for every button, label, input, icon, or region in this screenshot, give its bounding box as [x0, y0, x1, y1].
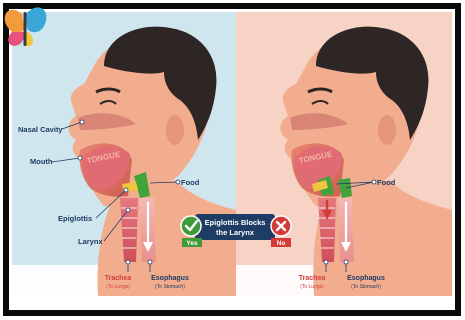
trachea-sub-left: (To Lungs): [106, 284, 130, 290]
esophagus-sub-left: (To Stomach): [155, 284, 185, 290]
yes-label: Yes: [186, 240, 198, 247]
food-label-right: Food: [377, 178, 396, 187]
larynx-label: Larynx: [78, 237, 103, 246]
esophagus-sub-right: (To Stomach): [351, 284, 381, 290]
esophagus-label-left: Esophagus: [151, 275, 189, 282]
banner-line-1: Epiglottis Blocks: [205, 218, 266, 227]
banner-line-2: the Larynx: [216, 228, 255, 237]
epiglottis-label: Epiglottis: [58, 214, 92, 223]
food-label-left: Food: [181, 178, 200, 187]
check-icon: [181, 216, 201, 236]
mouth-label: Mouth: [30, 157, 53, 166]
no-label: No: [277, 240, 286, 247]
trachea-label-right: Trachea: [299, 275, 326, 282]
trachea-label-left: Trachea: [105, 275, 132, 282]
nasal-cavity-label: Nasal Cavity: [18, 125, 63, 134]
trachea-sub-right: (To Lungs): [300, 284, 324, 290]
esophagus-label-right: Esophagus: [347, 275, 385, 282]
